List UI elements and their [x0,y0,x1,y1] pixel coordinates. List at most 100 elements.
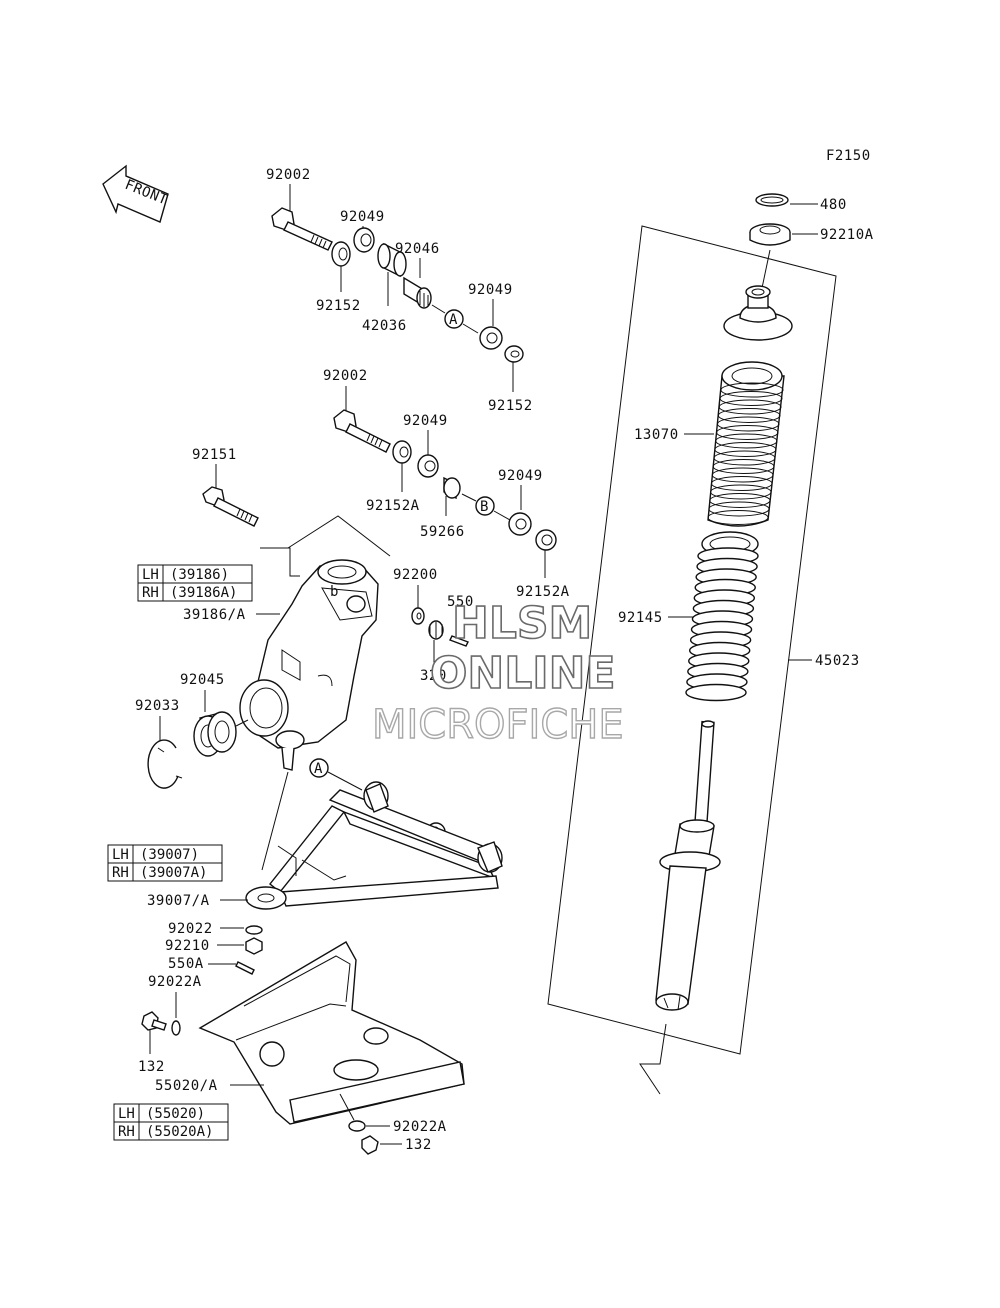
svg-text:92152A: 92152A [516,584,570,600]
callout-42036: 42036 [362,272,406,334]
svg-text:A: A [449,312,458,328]
boot-rib [720,382,784,398]
svg-text:550: 550 [447,594,474,610]
svg-text:39186/A: 39186/A [183,607,246,623]
ref-a-lower: A [309,758,363,791]
svg-text:92022: 92022 [168,921,213,937]
svg-text:b: b [330,584,339,600]
callout-92200: 92200 [393,567,437,608]
seal-92152-a [331,241,351,267]
needle-bearing-92046 [403,276,432,309]
boot-rib [715,433,778,449]
bearing-92045 [193,711,249,757]
callout-92049-d: 92049 [498,468,543,510]
bolt-92002-a [271,207,333,251]
svg-text:92046: 92046 [395,241,440,257]
callout-132-a: 132 [138,1030,165,1075]
callout-92002-b: 92002 [323,368,367,412]
boot-rib [708,501,770,517]
seal-92152a-a [392,440,412,464]
callout-132-b: 132 [380,1137,431,1153]
callout-92049-b: 92049 [468,282,513,326]
svg-text:A: A [314,761,323,777]
bolt-132-a [141,1011,167,1031]
callout-92046: 92046 [395,241,440,278]
bearing-92049-a [353,227,375,253]
callout-92151: 92151 [192,447,236,488]
svg-text:(39007A): (39007A) [140,865,207,881]
a-arm-39007 [245,771,503,910]
callout-13070: 13070 [634,427,714,443]
callout-59266: 59266 [420,496,465,540]
circlip-480 [755,193,789,207]
boot-rib [710,476,773,491]
seal-92152a-b [535,529,557,551]
nut-92210a [749,223,791,246]
washer-92200 [411,607,425,625]
callout-550a: 550A [168,956,236,972]
bolt-92002-b [333,409,391,453]
svg-text:92152: 92152 [316,298,361,314]
table-39007: LH (39007) RH (39007A) [107,844,223,882]
table-39186: LH (39186) RH (39186A) [137,564,253,602]
callout-45023: 45023 [788,653,860,669]
castle-nut-320 [428,620,444,640]
svg-text:92210A: 92210A [820,227,874,243]
boot-rib [717,408,781,423]
svg-text:LH: LH [112,847,129,863]
svg-text:(39007): (39007) [140,847,199,863]
boot-rib [719,391,783,406]
svg-text:HLSM: HLSM [452,598,592,649]
svg-text:RH: RH [112,865,129,881]
callout-92049-c: 92049 [403,413,447,456]
svg-text:45023: 45023 [815,653,860,669]
svg-text:132: 132 [138,1059,165,1075]
boot-rib [717,416,780,432]
boot-rib [709,493,771,508]
svg-text:59266: 59266 [420,524,465,540]
spring-coil [685,683,747,702]
callout-92002-a: 92002 [266,167,311,212]
collar-59266 [443,476,461,500]
svg-text:RH: RH [118,1124,135,1140]
nut-92210 [245,937,263,955]
svg-text:(39186): (39186) [170,567,229,583]
spring-92145 [685,531,759,702]
boot-rib [712,459,775,474]
svg-text:92002: 92002 [266,167,311,183]
washer-92022 [245,925,263,935]
svg-text:13070: 13070 [634,427,679,443]
svg-text:92210: 92210 [165,938,210,954]
damper-body [655,720,721,1011]
svg-text:39007/A: 39007/A [147,893,210,909]
svg-text:480: 480 [820,197,847,213]
boot-rib [711,467,774,483]
callout-55020a: 55020/A [155,1078,264,1094]
svg-text:92152A: 92152A [366,498,420,514]
spring-seat-upper [723,285,793,341]
svg-text:92152: 92152 [488,398,533,414]
center-axis-bottom [639,1023,667,1095]
skid-plate-55020 [198,941,465,1125]
bump-boot-13070 [707,361,785,527]
svg-text:92049: 92049 [498,468,543,484]
svg-text:RH: RH [142,585,159,601]
callout-92210a-top: 92210A [792,227,874,243]
cotter-pin-550a [235,961,255,975]
svg-text:320: 320 [420,668,447,684]
bolt-132-b [361,1135,379,1155]
washer-92022a-a [171,1020,181,1036]
svg-text:92049: 92049 [468,282,513,298]
figure-code: F2150 [826,148,871,164]
svg-text:MICROFICHE: MICROFICHE [372,702,624,748]
callout-92022a-a: 92022A [148,974,201,1018]
svg-text:LH: LH [118,1106,135,1122]
callout-39007a: 39007/A [147,893,248,909]
ref-b-upper: B [461,493,511,521]
svg-text:B: B [480,499,489,515]
bearing-92049-c [417,454,439,478]
svg-text:55020/A: 55020/A [155,1078,218,1094]
svg-text:92045: 92045 [180,672,225,688]
svg-text:(55020): (55020) [146,1106,205,1122]
